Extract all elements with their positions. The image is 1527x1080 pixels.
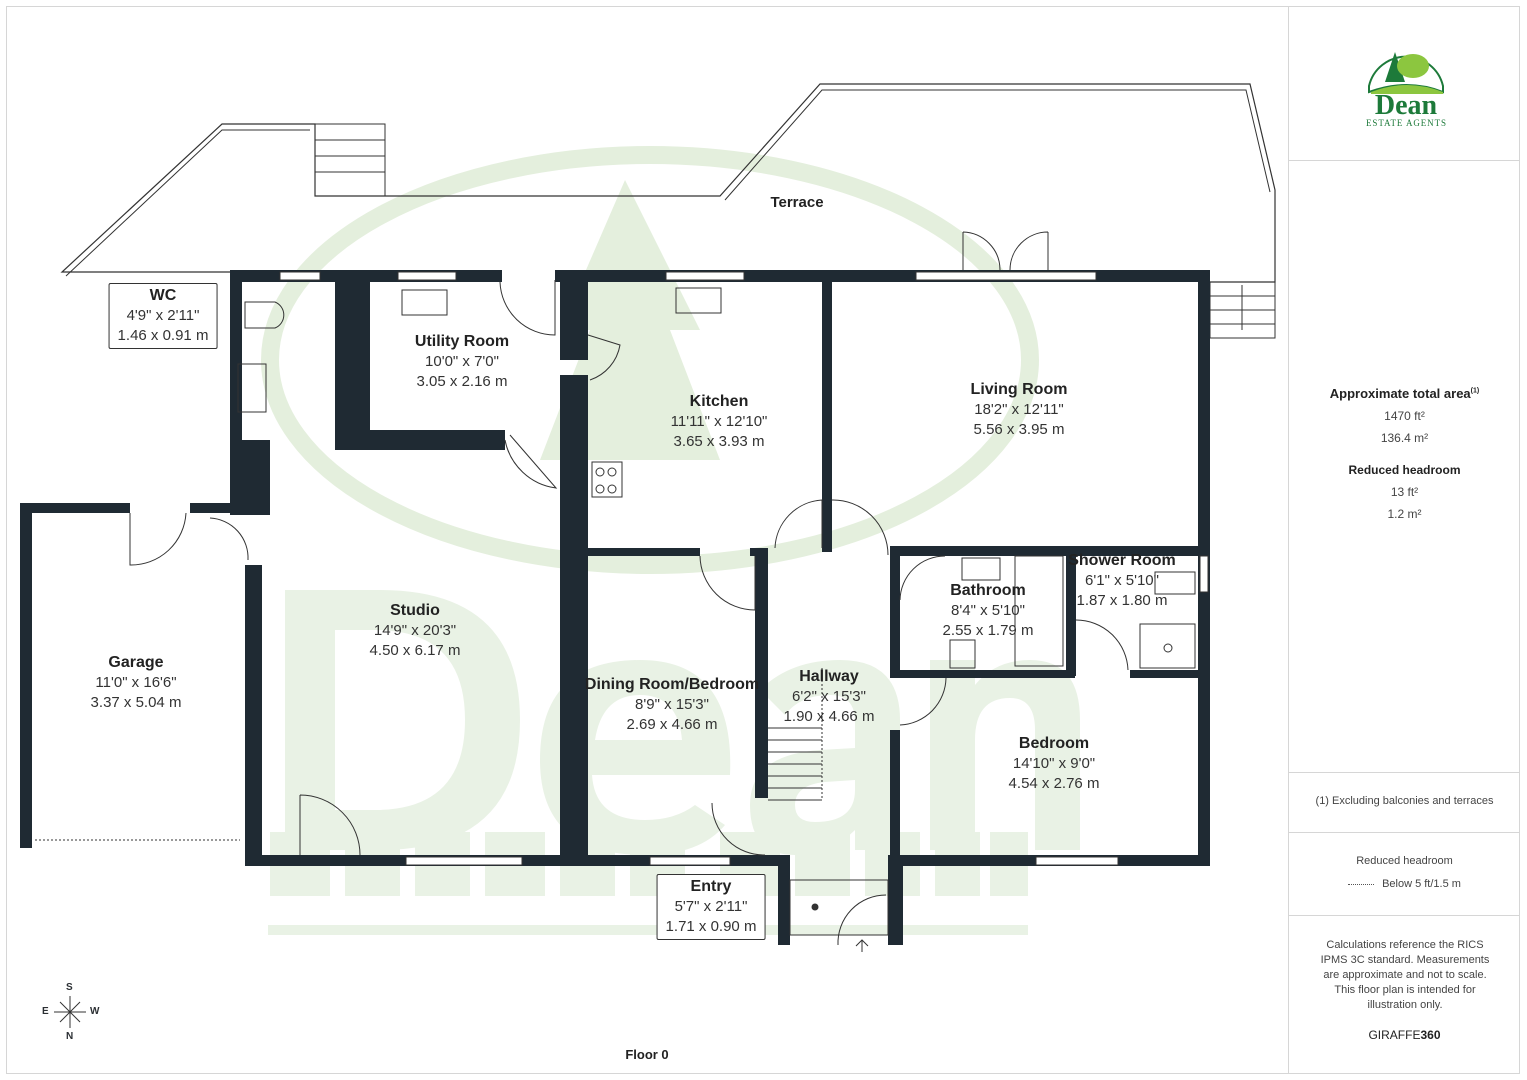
credit-b: 360 — [1420, 1028, 1441, 1042]
room-name: WC — [149, 287, 177, 304]
legend-text: Below 5 ft/1.5 m — [1382, 878, 1461, 890]
terrace-outline — [60, 83, 1276, 283]
floor-plan — [20, 83, 1276, 1028]
disclaimer: Calculations reference the RICS IPMS 3C … — [1320, 939, 1490, 1011]
legend-item: Below 5 ft/1.5 m — [1289, 877, 1520, 892]
total-area-m: 136.4 m² — [1380, 431, 1429, 445]
room-metric: 2.69 x 4.66 m — [626, 716, 718, 733]
svg-text:ESTATE AGENTS: ESTATE AGENTS — [1366, 118, 1446, 128]
room-metric: 3.65 x 3.93 m — [673, 433, 765, 450]
reduced-headroom-m: 1.2 m² — [1387, 507, 1422, 521]
room-label-studio: Studio 14'9" x 20'3" 4.50 x 6.17 m — [370, 601, 461, 661]
room-name: Shower Room — [1068, 552, 1176, 569]
total-area-ft: 1470 ft² — [1384, 409, 1425, 423]
page-frame — [6, 6, 1520, 1074]
room-name: Living Room — [970, 381, 1068, 398]
compass-s: S — [66, 982, 73, 993]
room-name: Dining Room/Bedroom — [584, 676, 760, 693]
credit-a: GIRAFFE — [1368, 1028, 1421, 1042]
room-label-living: Living Room 18'2" x 12'11" 5.56 x 3.95 m — [971, 380, 1068, 440]
room-name: Bedroom — [1018, 735, 1090, 752]
room-metric: 1.87 x 1.80 m — [1076, 592, 1168, 609]
room-metric: 1.90 x 4.66 m — [783, 708, 875, 725]
room-label-bathroom: Bathroom 8'4" x 5'10" 2.55 x 1.79 m — [943, 581, 1034, 641]
footnote: (1) Excluding balconies and terraces — [1315, 795, 1494, 807]
room-name: Hallway — [799, 668, 859, 685]
compass-n: N — [66, 1031, 74, 1042]
room-metric: 3.37 x 5.04 m — [90, 694, 182, 711]
windows — [279, 271, 1209, 866]
footnote-mark: (1) — [1470, 387, 1480, 395]
reduced-headroom-ft: 13 ft² — [1390, 485, 1419, 499]
room-imperial: 5'7" x 2'11" — [674, 898, 748, 915]
compass-e: E — [42, 1006, 49, 1017]
giraffe360-credit: GIRAFFE360 — [1289, 1028, 1520, 1042]
floor-label: Floor 0 — [625, 1047, 669, 1062]
room-metric: 1.71 x 0.90 m — [665, 918, 757, 935]
doors — [35, 231, 1129, 946]
room-metric: 3.05 x 2.16 m — [416, 373, 508, 390]
terrace-stairs — [314, 123, 1276, 339]
room-label-dining: Dining Room/Bedroom 8'9" x 15'3" 2.69 x … — [585, 675, 759, 735]
total-area-title: Approximate total area — [1329, 386, 1471, 401]
room-metric: 4.50 x 6.17 m — [369, 642, 461, 659]
room-imperial: 14'9" x 20'3" — [373, 622, 457, 639]
room-name: Garage — [108, 654, 164, 671]
room-label-wc: WC 4'9" x 2'11" 1.46 x 0.91 m — [108, 283, 218, 349]
room-imperial: 14'10" x 9'0" — [1012, 755, 1096, 772]
room-label-hallway: Hallway 6'2" x 15'3" 1.90 x 4.66 m — [784, 667, 875, 727]
room-metric: 1.46 x 0.91 m — [117, 327, 209, 344]
room-metric: 4.54 x 2.76 m — [1008, 775, 1100, 792]
room-imperial: 6'1" x 5'10" — [1085, 572, 1159, 589]
room-name: Kitchen — [689, 393, 749, 410]
room-label-kitchen: Kitchen 11'11" x 12'10" 3.65 x 3.93 m — [671, 392, 768, 452]
brand-logo: Dean ESTATE AGENTS — [1363, 38, 1449, 128]
room-name: Utility Room — [414, 333, 510, 350]
room-imperial: 8'9" x 15'3" — [635, 696, 709, 713]
room-imperial: 11'0" x 16'6" — [95, 674, 177, 691]
room-imperial: 18'2" x 12'11" — [974, 401, 1064, 418]
room-name: Bathroom — [950, 582, 1026, 599]
svg-text:Dean: Dean — [1375, 90, 1438, 121]
area-summary: Approximate total area(1) 1470 ft² 136.4… — [1289, 386, 1520, 521]
room-metric: 5.56 x 3.95 m — [973, 421, 1065, 438]
room-imperial: 11'11" x 12'10" — [670, 413, 768, 430]
room-label-shower: Shower Room 6'1" x 5'10" 1.87 x 1.80 m — [1068, 551, 1176, 611]
room-imperial: 8'4" x 5'10" — [951, 602, 1025, 619]
room-imperial: 10'0" x 7'0" — [425, 353, 499, 370]
room-label-entry: Entry 5'7" x 2'11" 1.71 x 0.90 m — [656, 874, 766, 940]
room-name: Entry — [690, 878, 732, 895]
fixtures — [237, 287, 1196, 952]
room-name: Studio — [390, 602, 440, 619]
info-panel: Dean ESTATE AGENTS Approximate total are… — [1288, 6, 1520, 1074]
room-label-utility: Utility Room 10'0" x 7'0" 3.05 x 2.16 m — [415, 332, 509, 392]
compass-w: W — [90, 1006, 100, 1017]
room-imperial: 4'9" x 2'11" — [126, 307, 200, 324]
legend-title: Reduced headroom — [1356, 855, 1453, 867]
room-label-bedroom: Bedroom 14'10" x 9'0" 4.54 x 2.76 m — [1009, 734, 1100, 794]
room-metric: 2.55 x 1.79 m — [942, 622, 1034, 639]
room-label-garage: Garage 11'0" x 16'6" 3.37 x 5.04 m — [91, 653, 182, 713]
reduced-headroom-title: Reduced headroom — [1348, 463, 1461, 477]
room-imperial: 6'2" x 15'3" — [792, 688, 866, 705]
terrace-label: Terrace — [770, 194, 824, 211]
dotted-line-icon — [1348, 883, 1375, 885]
compass-icon — [54, 996, 86, 1028]
